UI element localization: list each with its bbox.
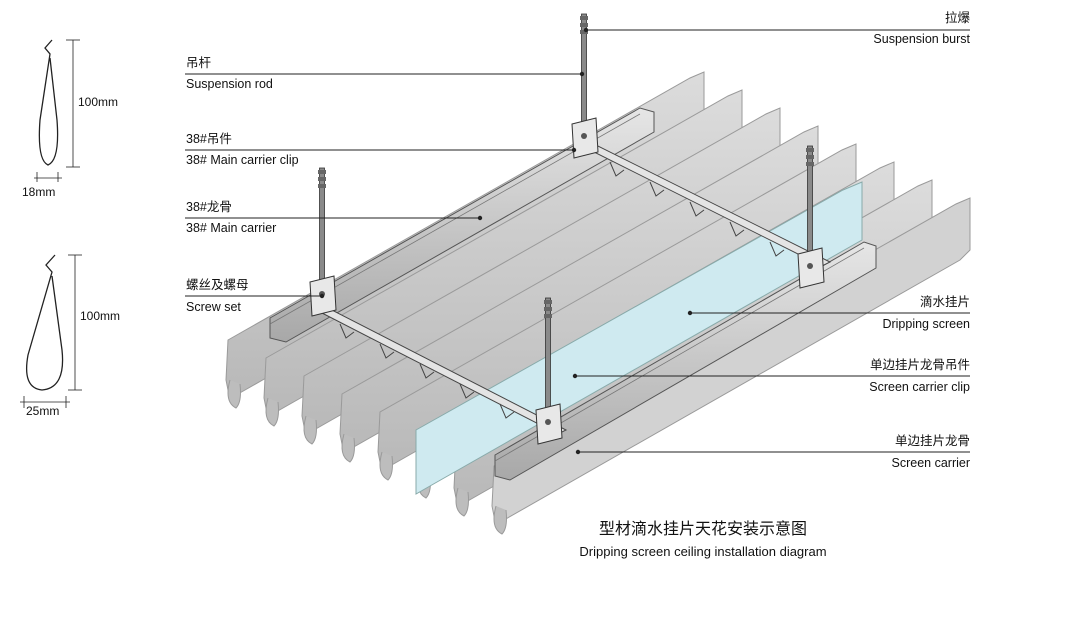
label-main-carrier-clip-en: 38# Main carrier clip [186,153,299,167]
label-suspension-rod-en: Suspension rod [186,77,273,91]
rod-thread [544,300,552,304]
rod-thread [580,23,588,27]
callout-dots [319,27,693,455]
clip-bolt [545,419,551,425]
panel-drip-edge [379,451,393,481]
panel-drip-edge [227,379,241,409]
panel-drip-edge [455,487,469,517]
rod-thread [806,155,814,159]
rod-thread [318,177,326,181]
label-screw-set-cn: 螺丝及螺母 [186,278,249,292]
label-dripping-screen-en: Dripping screen [882,317,970,331]
label-main-carrier-en: 38# Main carrier [186,221,276,235]
label-screen-carrier-clip-cn: 单边挂片龙骨吊件 [870,358,970,372]
small-width-dim: 18mm [22,185,55,199]
rod-thread [544,307,552,311]
rod-thread [544,314,552,318]
large-height-dim: 100mm [80,309,120,323]
rod-thread [806,148,814,152]
diagram-title-en: Dripping screen ceiling installation dia… [579,544,826,559]
panel-drip-edge [493,505,507,535]
cross-carrier-front [318,307,568,435]
rod-thread [580,16,588,20]
panel-drip-edge [341,433,355,463]
label-screen-carrier-clip-en: Screen carrier clip [869,380,970,394]
label-suspension-burst-en: Suspension burst [873,32,970,46]
label-main-carrier-cn: 38#龙骨 [186,200,232,214]
rod-thread [806,162,814,166]
rod-thread [580,30,588,34]
label-screw-set-en: Screw set [186,300,241,314]
label-main-carrier-clip-cn: 38#吊件 [186,132,232,146]
cross-carrier-back [588,145,832,267]
clip-bolt [807,263,813,269]
clip-bolt [581,133,587,139]
small-height-dim: 100mm [78,95,118,109]
large-width-dim: 25mm [26,404,59,418]
profile-large: 100mm 25mm [20,254,120,418]
rod-thread [318,184,326,188]
label-screen-carrier-en: Screen carrier [892,456,971,470]
diagram-title-cn: 型材滴水挂片天花安装示意图 [599,519,807,538]
rod-thread [318,170,326,174]
panel-drip-edge [265,397,279,427]
label-screen-carrier-cn: 单边挂片龙骨 [895,434,970,448]
label-suspension-burst-cn: 拉爆 [945,10,971,25]
panel-drip-edge [303,415,317,445]
callout-leaders [185,29,970,453]
profile-small: 100mm 18mm [22,39,118,199]
label-suspension-rod-cn: 吊杆 [186,56,212,70]
label-dripping-screen-cn: 滴水挂片 [920,294,970,309]
